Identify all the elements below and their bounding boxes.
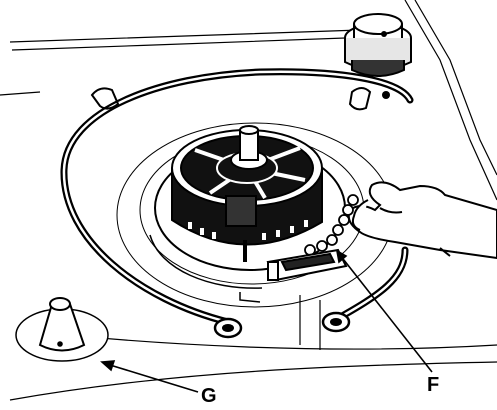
latch-bracket <box>266 248 348 282</box>
callout-leaders <box>100 249 433 393</box>
leader-f <box>339 254 433 373</box>
callout-label-g: G <box>201 385 217 407</box>
callout-label-f: F <box>427 374 439 396</box>
element-clips <box>90 87 372 111</box>
arrowhead-g <box>100 360 116 372</box>
vent-cap <box>344 13 412 99</box>
element-terminals <box>213 311 351 339</box>
arrowhead-f <box>335 249 348 264</box>
hand <box>347 181 497 260</box>
float-cone <box>15 297 109 362</box>
heating-element <box>60 68 414 326</box>
leader-g <box>109 364 199 393</box>
retaining-chain <box>304 194 359 256</box>
housing-slots <box>188 220 308 240</box>
pump-housing <box>171 125 323 262</box>
